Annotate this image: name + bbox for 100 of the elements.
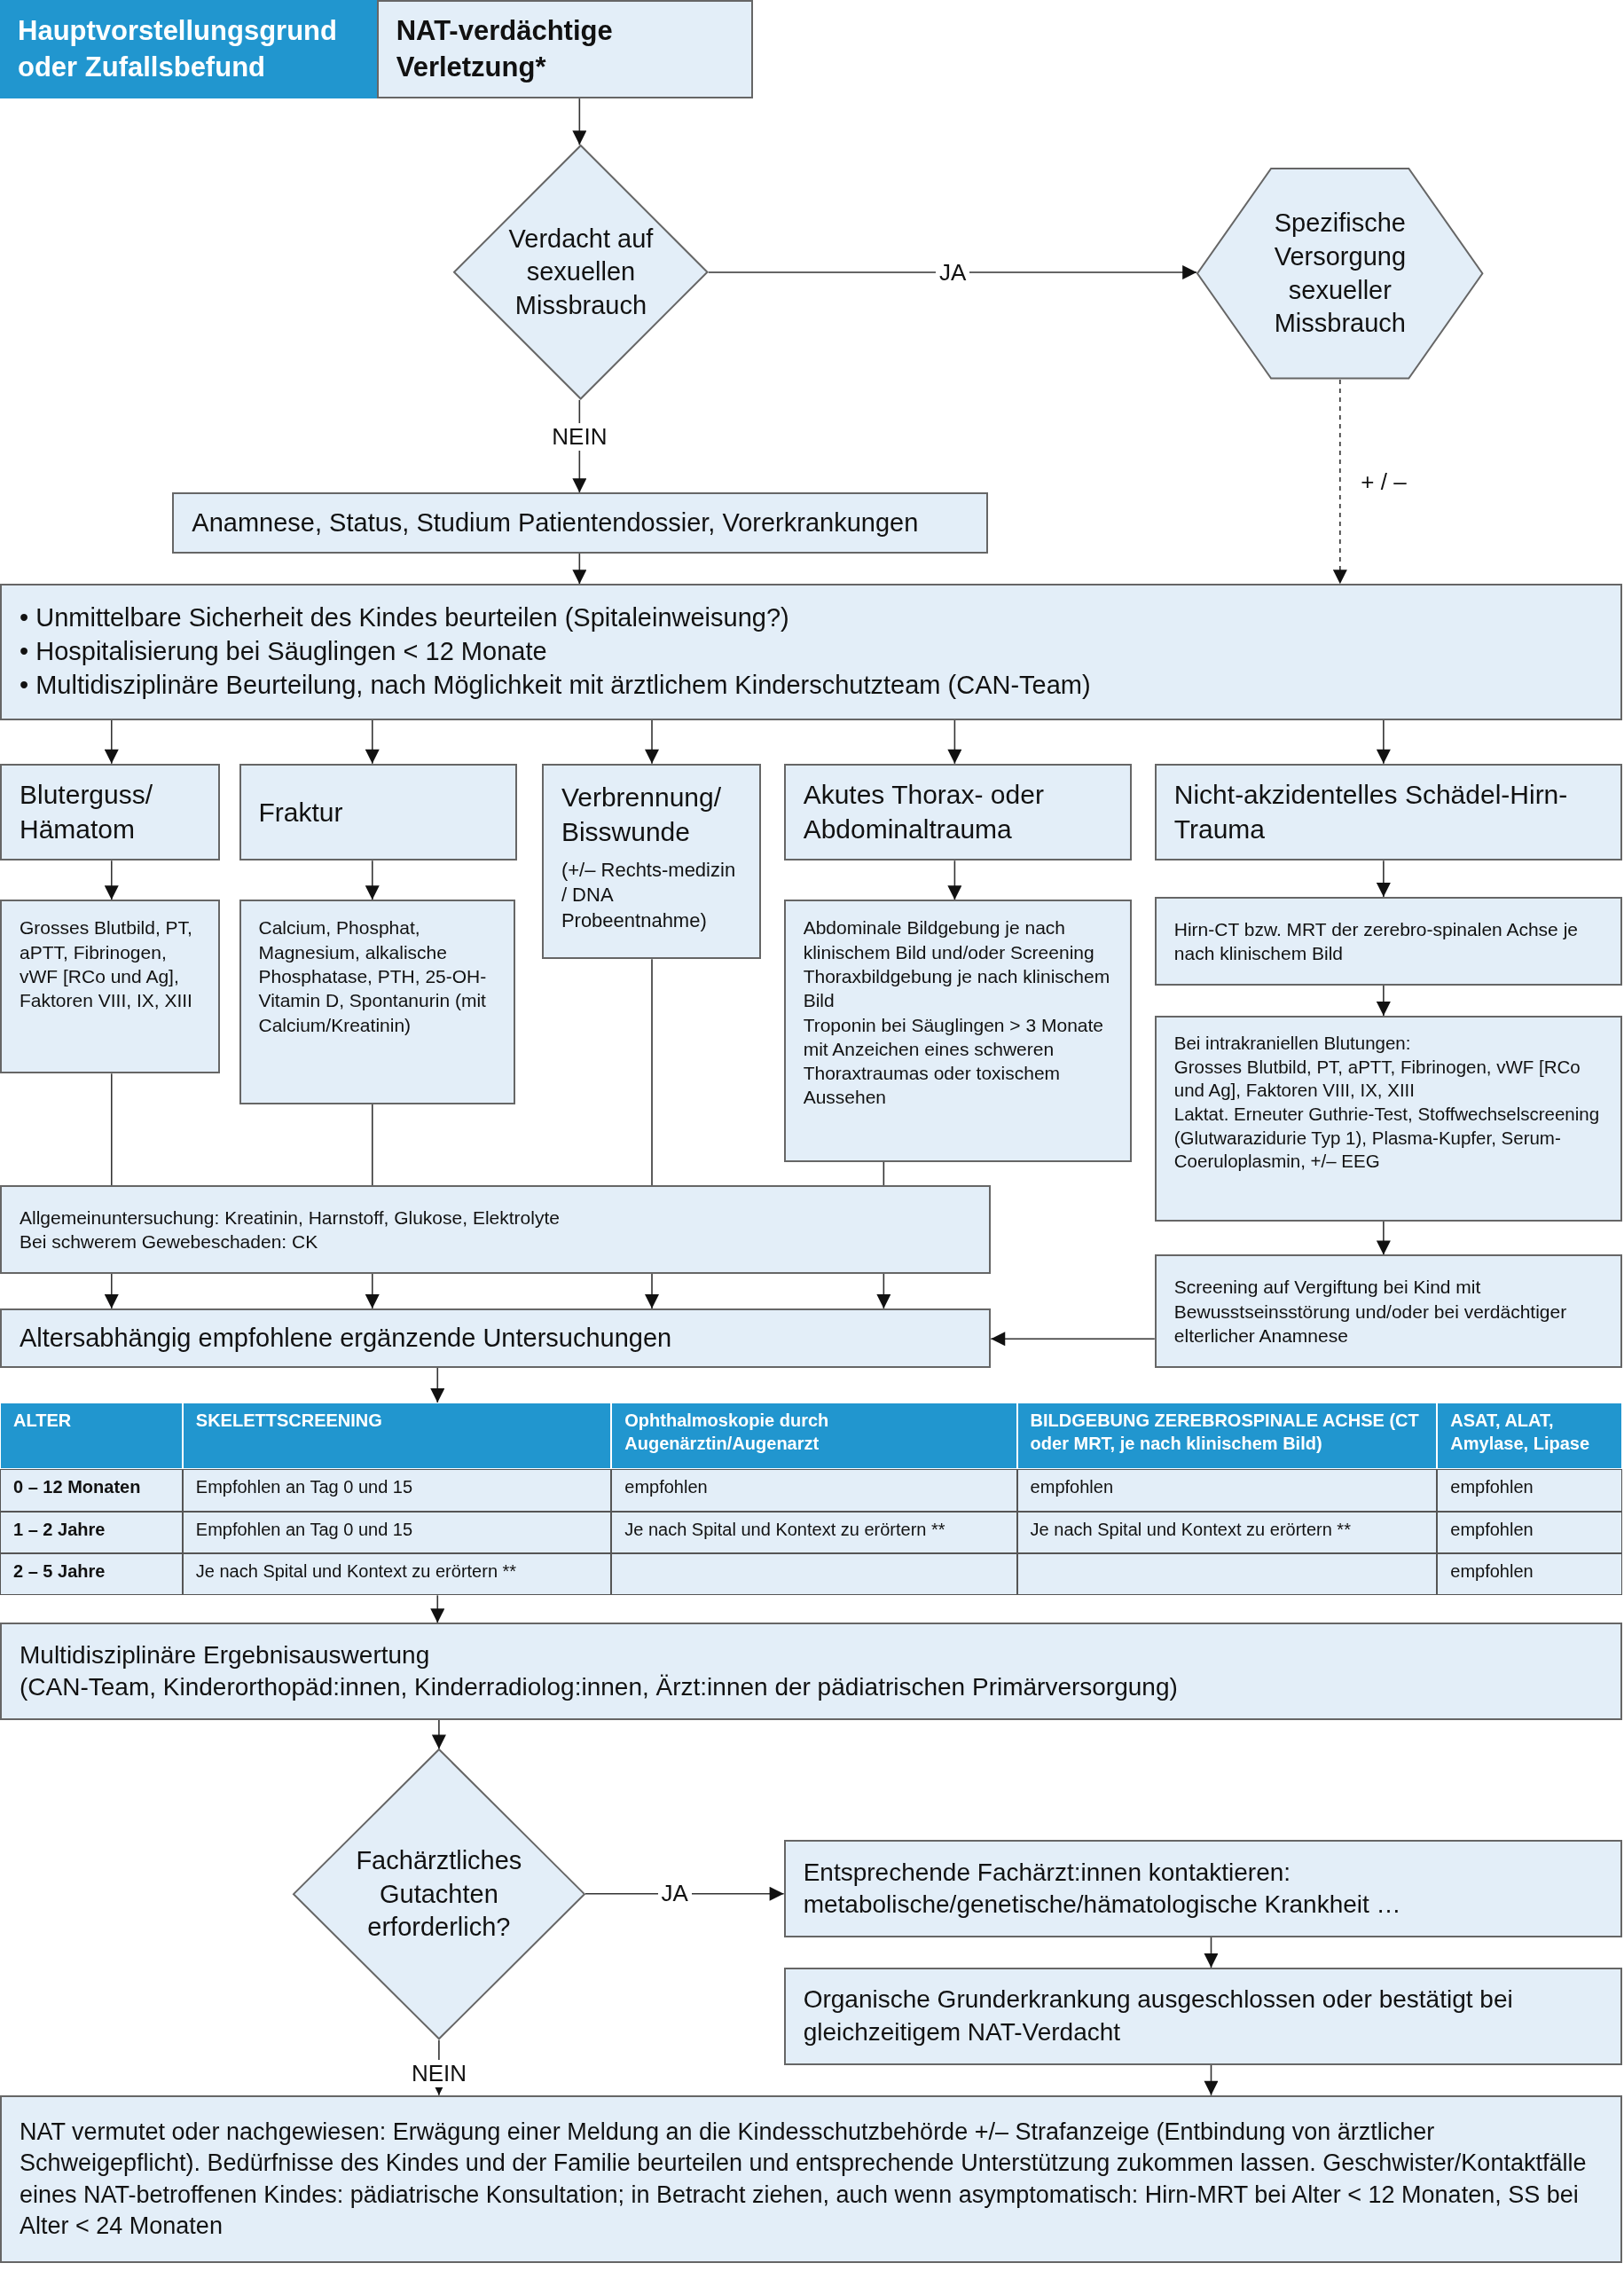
heading-text: Hauptvorstellungsgrund oder Zufallsbefund: [18, 14, 338, 84]
table-cell: Empfohlen an Tag 0 und 15: [182, 1469, 612, 1512]
node-text: (CAN-Team, Kinderorthopäd:innen, Kinderradiolog:innen, Ärzt:innen der pädiatrischen Primärversorgung): [20, 1672, 1179, 1703]
table-cell: empfohlen: [1437, 1469, 1623, 1512]
arrow: [1204, 1937, 1219, 1968]
bullet-item: • Unmittelbare Sicherheit des Kindes beurteilen (Spitaleinweisung?): [20, 602, 790, 634]
arrow: [645, 719, 659, 765]
table-cell: Je nach Spital und Kontext zu erörtern **: [1016, 1511, 1438, 1553]
process-box: [0, 584, 1623, 720]
table-cell: Empfohlen an Tag 0 und 15: [182, 1511, 612, 1553]
table-cell: Je nach Spital und Kontext zu erörtern **: [611, 1511, 1017, 1553]
table-cell: empfohlen: [1437, 1552, 1623, 1596]
node-text: Akutes Thorax- oder Abdominaltrauma: [803, 779, 1045, 846]
arrow: [1376, 1221, 1391, 1256]
table-header-cell: ALTER: [0, 1403, 183, 1470]
node-text: Bluterguss/ Hämatom: [20, 779, 154, 846]
node-text: Abdominale Bildgebung je nach klinischem Bild und/oder Screening Thoraxbildgebung je nach klinischem Bild: [803, 916, 1111, 1013]
arrow: [365, 1272, 380, 1309]
process-box: [541, 763, 761, 960]
arrow: [430, 1594, 445, 1624]
arrow: [990, 1332, 1156, 1347]
process-box: [1154, 1016, 1623, 1222]
table-header-cell: BILDGEBUNG ZEREBROSPINALE ACHSE (CT oder MRT, je nach klinischem Bild): [1016, 1403, 1438, 1470]
arrow: [1376, 984, 1391, 1017]
arrow: [1376, 860, 1391, 898]
node-text: Grosses Blutbild, PT, aPTT, Fibrinogen, vWF [RCo und Ag], Faktoren VIII, IX, XIII: [20, 916, 193, 1013]
hexagon-box: [1196, 168, 1484, 380]
node-text: Troponin bei Säuglingen > 3 Monate mit Anzeichen eines schweren Thoraxtraumas oder toxischem Aussehen: [803, 1013, 1105, 1110]
arrow: [104, 719, 119, 765]
process-box: [783, 763, 1132, 861]
process-box: [1154, 763, 1623, 861]
process-box: [1154, 1254, 1623, 1368]
process-box: [0, 900, 221, 1074]
table-cell: Je nach Spital und Kontext zu erörtern **: [182, 1552, 612, 1596]
arrow: [876, 1272, 891, 1309]
process-box: [376, 0, 754, 99]
node-text: Screening auf Vergiftung bei Kind mit Bewusstseinsstörung und/oder bei verdächtiger elterlicher Anamnese: [1173, 1276, 1568, 1348]
node-text: (+/– Rechts-medizin / DNA Probeentnahme): [561, 857, 737, 933]
arrow: [572, 553, 587, 585]
connector-line: [371, 1103, 373, 1186]
table-cell: empfohlen: [1016, 1469, 1438, 1512]
decision-diamond: [453, 145, 709, 400]
process-box: [0, 1185, 992, 1274]
arrow: [1204, 2063, 1219, 2096]
table-header-cell: ASAT, ALAT, Amylase, Lipase: [1437, 1403, 1623, 1470]
node-text: Fachärztliches Gutachten erforderlich?: [355, 1845, 523, 1944]
node-text: Bei intrakraniellen Blutungen:: [1173, 1032, 1412, 1055]
node-text: Calcium, Phosphat, Magnesium, alkalische Phosphatase, PTH, 25-OH-Vitamin D, Spontanurin (mit Calcium/Kreatinin): [258, 916, 488, 1037]
node-text: Hirn-CT bzw. MRT der zerebro-spinalen Achse je nach klinischem Bild: [1173, 917, 1579, 965]
bullet-item: • Hospitalisierung bei Säuglingen < 12 Monate: [20, 636, 548, 668]
node-text: Entsprechende Fachärzt:innen kontaktieren: metabolische/genetische/hämatologische Krankheit …: [803, 1857, 1402, 1921]
arrow: [365, 719, 380, 765]
table-cell: empfohlen: [1437, 1511, 1623, 1553]
node-text: Multidisziplinäre Ergebnisauswertung: [20, 1639, 431, 1670]
node-text: Nicht-akzidentelles Schädel-Hirn-Trauma: [1173, 779, 1569, 846]
process-box: [783, 900, 1132, 1162]
node-text: Altersabhängig empfohlene ergänzende Untersuchungen: [20, 1322, 673, 1354]
process-box: [783, 1840, 1623, 1937]
node-text: Bei schwerem Gewebeschaden: CK: [20, 1230, 319, 1253]
arrow: [430, 1367, 445, 1403]
process-box: [239, 763, 518, 861]
heading-text: NAT-verdächtige Verletzung*: [396, 14, 614, 84]
data-table: [0, 1403, 1623, 1596]
arrow: [1332, 379, 1347, 585]
arrow: [104, 860, 119, 901]
node-text: Verdacht auf sexuellen Missbrauch: [507, 223, 655, 321]
arrow: [104, 1272, 119, 1309]
arrow: [645, 1272, 659, 1309]
process-box: [239, 900, 516, 1104]
node-text: Spezifische Versorgung sexueller Missbrauch: [1273, 208, 1407, 340]
process-box: [0, 1308, 992, 1368]
node-text: Organische Grunderkrankung ausgeschlossen oder bestätigt bei gleichzeitigem NAT-Verdacht: [803, 1984, 1514, 2047]
arrow: [365, 860, 380, 901]
process-box: [0, 2094, 1623, 2264]
arrow: [1376, 719, 1391, 765]
table-cell: 2 – 5 Jahre: [0, 1552, 183, 1596]
process-box: [1154, 897, 1623, 986]
node-text: Grosses Blutbild, PT, aPTT, Fibrinogen, vWF [RCo und Ag], Faktoren VIII, IX, XIII: [1173, 1055, 1581, 1103]
node-text: NAT vermutet oder nachgewiesen: Erwägung einer Meldung an die Kindesschutzbehörde +/– Strafanzeige (Entbindung von ärztlicher Schweigepflicht). Bedürfnisse des Kindes und der Familie beurteilen und entsprechende Unterstützung zukommen lassen. Geschwister/Kontaktfälle eines NAT-betroffenen Kindes: pädiatrische Konsultation; in Betracht ziehen, auch wenn asymptomatisch: Hirn-MRT bei Alter < 12 Monaten, SS bei Alter < 24 Monaten: [20, 2118, 1588, 2241]
arrow: [707, 265, 1197, 280]
node-text: Allgemeinuntersuchung: Kreatinin, Harnstoff, Glukose, Elektrolyte: [20, 1206, 561, 1230]
arrow: [947, 860, 962, 901]
node-text: Fraktur: [258, 797, 344, 829]
connector-line: [651, 958, 653, 1186]
table-header-cell: SKELETTSCREENING: [182, 1403, 612, 1470]
connector-line: [883, 1161, 885, 1186]
connector-line: [110, 1073, 113, 1186]
arrow: [572, 98, 587, 146]
header-band: [0, 0, 377, 99]
table-cell: empfohlen: [611, 1469, 1017, 1512]
node-text: Laktat. Erneuter Guthrie-Test, Stoffwechselscreening (Glutwarazidurie Typ 1), Plasma-Kupfer, Serum-Coeruloplasmin, +/– EEG: [1173, 1102, 1601, 1174]
process-box: [0, 763, 221, 861]
table-cell: 1 – 2 Jahre: [0, 1511, 183, 1553]
table-header-cell: Ophthalmoskopie durch Augenärztin/Augenarzt: [611, 1403, 1017, 1470]
arrow: [947, 719, 962, 765]
bullet-item: • Multidisziplinäre Beurteilung, nach Möglichkeit mit ärztlichem Kinderschutzteam (CAN-Team): [20, 669, 1092, 701]
process-box: [783, 1968, 1623, 2065]
arrow: [431, 1719, 446, 1750]
node-text: Verbrennung/ Bisswunde: [561, 781, 723, 848]
process-box: [0, 1623, 1623, 1720]
